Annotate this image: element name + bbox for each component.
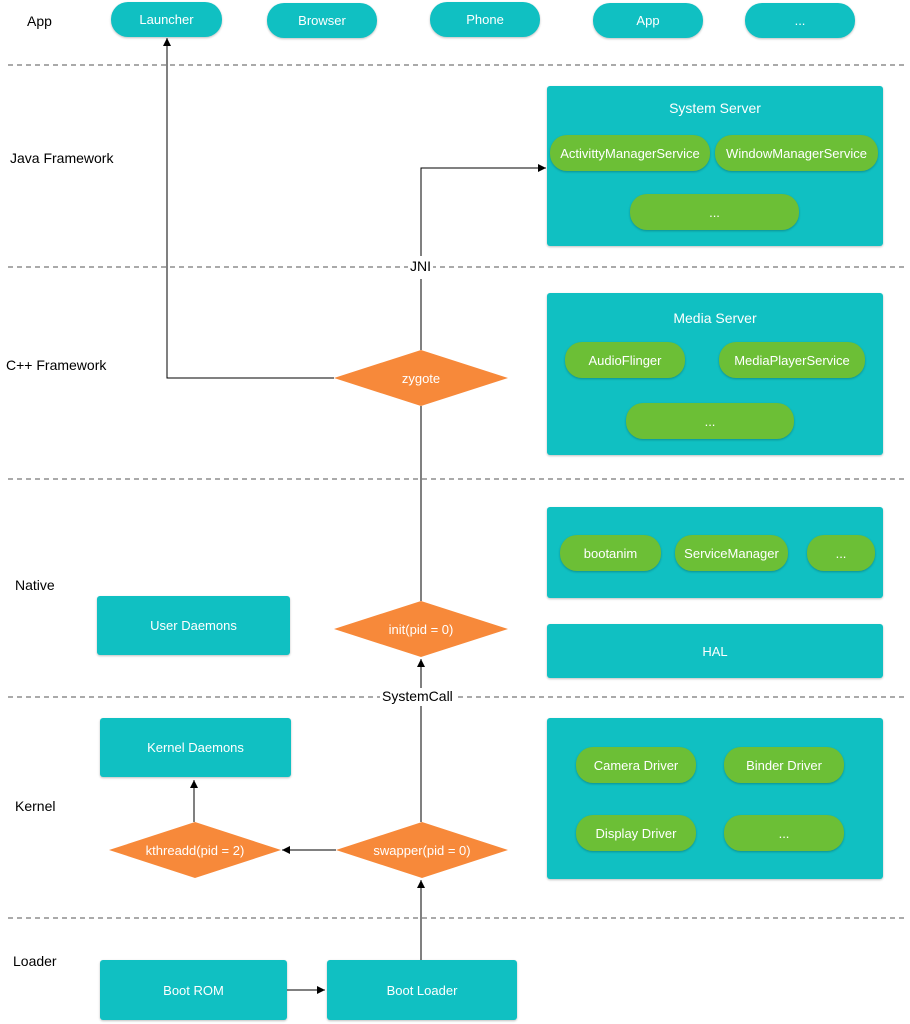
audio-flinger: AudioFlinger xyxy=(565,342,685,378)
bootanim-service: bootanim xyxy=(560,535,661,571)
system-server-title: System Server xyxy=(669,100,761,116)
layer-label-cpp-framework: C++ Framework xyxy=(6,357,107,373)
hal-box: HAL xyxy=(547,624,883,678)
app-browser: Browser xyxy=(267,3,377,38)
init-node: init(pid = 0) xyxy=(334,601,508,657)
media-server-title: Media Server xyxy=(673,310,757,326)
media-player-service: MediaPlayerService xyxy=(719,342,865,378)
media-server-panel: Media Server AudioFlinger MediaPlayerSer… xyxy=(547,293,883,455)
boot-rom-box: Boot ROM xyxy=(100,960,287,1020)
native-services-more: ... xyxy=(807,535,875,571)
kernel-daemons-box: Kernel Daemons xyxy=(100,718,291,777)
zygote-label: zygote xyxy=(401,370,441,386)
layer-label-loader: Loader xyxy=(13,953,57,969)
app-more: ... xyxy=(745,3,855,38)
system-server-panel: System Server ActivittyManagerService Wi… xyxy=(547,86,883,246)
user-daemons-box: User Daemons xyxy=(97,596,290,655)
layer-label-java-framework: Java Framework xyxy=(10,150,114,166)
boot-loader-box: Boot Loader xyxy=(327,960,517,1020)
swapper-node: swapper(pid = 0) xyxy=(336,822,508,878)
native-services-panel: bootanim ServiceManager ... xyxy=(547,507,883,598)
jni-label: JNI xyxy=(408,258,433,274)
arrow-zygote-to-system-server xyxy=(420,164,546,256)
swapper-label: swapper(pid = 0) xyxy=(373,842,471,858)
app-generic: App xyxy=(593,3,703,38)
display-driver: Display Driver xyxy=(576,815,696,851)
kthreadd-label: kthreadd(pid = 2) xyxy=(145,842,245,858)
systemcall-label: SystemCall xyxy=(380,688,455,704)
layer-label-kernel: Kernel xyxy=(15,798,56,814)
camera-driver: Camera Driver xyxy=(576,747,696,783)
drivers-panel: Camera Driver Binder Driver Display Driv… xyxy=(547,718,883,879)
arrow-zygote-to-launcher xyxy=(163,38,334,379)
kthreadd-node: kthreadd(pid = 2) xyxy=(109,822,281,878)
zygote-node: zygote xyxy=(334,350,508,406)
app-phone: Phone xyxy=(430,2,540,37)
system-server-more: ... xyxy=(630,194,799,230)
app-launcher: Launcher xyxy=(111,2,222,37)
media-server-more: ... xyxy=(626,403,794,439)
init-label: init(pid = 0) xyxy=(388,621,454,637)
binder-driver: Binder Driver xyxy=(724,747,844,783)
flow-arrows xyxy=(163,38,546,994)
service-manager: ServiceManager xyxy=(675,535,788,571)
window-manager-service: WindowManagerService xyxy=(715,135,878,171)
layer-label-native: Native xyxy=(15,577,55,593)
layer-dividers xyxy=(8,64,908,919)
layer-label-app: App xyxy=(27,13,52,29)
drivers-more: ... xyxy=(724,815,844,851)
activity-manager-service: ActivittyManagerService xyxy=(550,135,710,171)
